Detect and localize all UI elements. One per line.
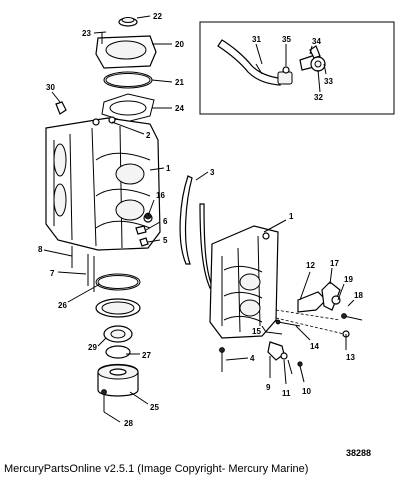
- leader-lines: [43, 15, 355, 423]
- lower-seal-assembly: [95, 273, 141, 412]
- callout-32: 32: [314, 93, 323, 102]
- callout-labels: 22 23 20 21 24 30 2 1 16 6 5 3 8 7 26 29…: [38, 12, 363, 428]
- callout-33: 33: [324, 77, 333, 86]
- callout-13: 13: [346, 353, 355, 362]
- callout-35: 35: [282, 35, 291, 44]
- callout-15: 15: [252, 327, 261, 336]
- callout-7: 7: [50, 269, 55, 278]
- callout-30: 30: [46, 83, 55, 92]
- callout-8: 8: [38, 245, 43, 254]
- crankcase-block-main: [45, 116, 161, 251]
- callout-29: 29: [88, 343, 97, 352]
- callout-34: 34: [312, 37, 321, 46]
- callout-10: 10: [302, 387, 311, 396]
- callout-17: 17: [330, 259, 339, 268]
- callout-1-secondary: 1: [289, 212, 294, 221]
- callout-21: 21: [175, 78, 184, 87]
- screw-30: [55, 101, 67, 115]
- callout-18: 18: [354, 291, 363, 300]
- throttle-linkage: [275, 281, 363, 338]
- callout-4: 4: [250, 354, 255, 363]
- crankcase-block-secondary: [209, 225, 279, 339]
- bolts-14-15: [265, 319, 301, 335]
- callout-26: 26: [58, 301, 67, 310]
- callout-16: 16: [156, 191, 165, 200]
- callout-2: 2: [146, 131, 151, 140]
- inset-frame: [199, 21, 395, 115]
- callout-31: 31: [252, 35, 261, 44]
- callout-25: 25: [150, 403, 159, 412]
- callout-22: 22: [153, 12, 162, 21]
- callout-9: 9: [266, 383, 271, 392]
- callout-5: 5: [163, 236, 168, 245]
- drawing-number: 38288: [346, 448, 372, 458]
- fasteners-lower-right: [219, 341, 303, 375]
- callout-28: 28: [124, 419, 133, 428]
- callout-14: 14: [310, 342, 319, 351]
- callout-24: 24: [175, 104, 184, 113]
- studs: [71, 246, 95, 292]
- callout-11: 11: [282, 389, 291, 398]
- inset-hose-assembly: [217, 39, 326, 86]
- callout-1-main: 1: [166, 164, 171, 173]
- exploded-parts-diagram: 22 23 20 21 24 30 2 1 16 6 5 3 8 7 26 29…: [38, 12, 395, 428]
- callout-19: 19: [344, 275, 353, 284]
- callout-6: 6: [163, 217, 168, 226]
- callout-23: 23: [82, 29, 91, 38]
- callout-3: 3: [210, 168, 215, 177]
- seal-strip-3: [179, 175, 193, 265]
- callout-20: 20: [175, 40, 184, 49]
- callout-12: 12: [306, 261, 315, 270]
- upper-cover-assembly: [95, 17, 157, 123]
- image-caption: MercuryPartsOnline v2.5.1 (Image Copyrig…: [4, 463, 309, 475]
- callout-27: 27: [142, 351, 151, 360]
